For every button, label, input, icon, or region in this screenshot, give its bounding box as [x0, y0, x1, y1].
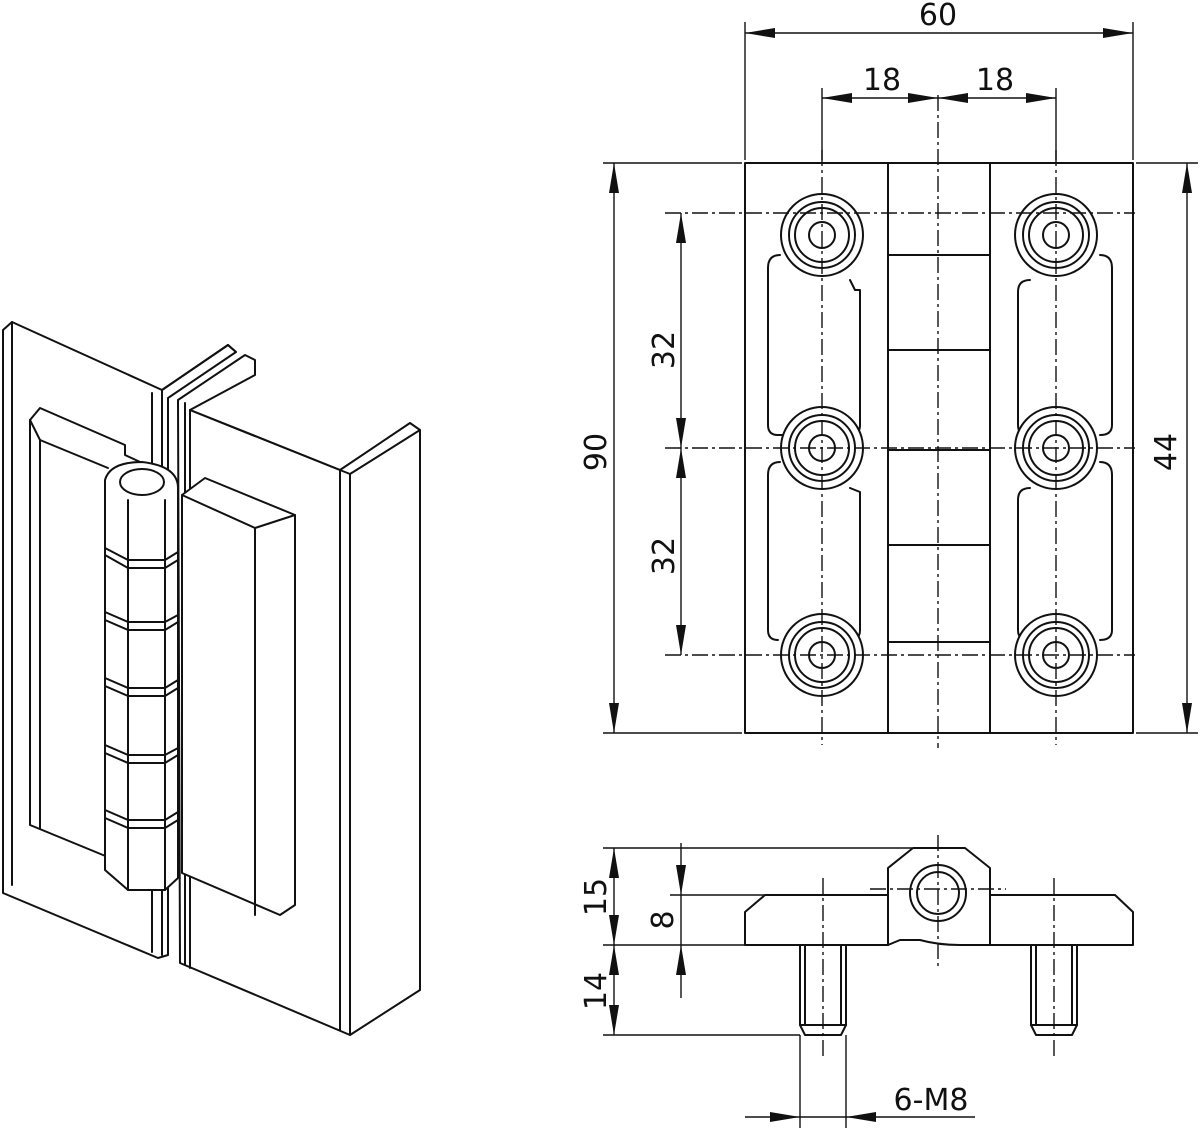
front-knuckle-segments [887, 254, 991, 643]
dim-stud-length: 14 [579, 972, 614, 1010]
side-dimensions: 15 8 14 6-M8 [579, 843, 975, 1128]
isometric-view [2, 321, 421, 1036]
dim-hole-offset-right: 18 [976, 63, 1014, 98]
dim-thread-spec: 6-M8 [894, 1083, 969, 1118]
side-view [744, 835, 1134, 1058]
side-knuckle [887, 847, 991, 946]
dim-total-thickness: 15 [579, 878, 614, 916]
isometric-knuckle [104, 461, 179, 891]
dim-hole-spacing-upper: 32 [647, 331, 682, 369]
front-centerlines [665, 95, 1135, 748]
isometric-right-pad [181, 477, 296, 916]
side-stud-right [1030, 944, 1078, 1036]
dim-overall-height: 90 [579, 433, 614, 471]
dim-hole-offset-left: 18 [863, 63, 901, 98]
dim-leaf-height: 44 [1149, 433, 1184, 471]
dim-hole-spacing-lower: 32 [647, 537, 682, 575]
side-right-leaf [989, 894, 1134, 946]
dim-leaf-thickness: 8 [646, 910, 681, 929]
mounting-holes [780, 193, 1098, 697]
front-view [665, 95, 1135, 748]
dim-overall-width: 60 [919, 0, 957, 33]
side-stud-left [799, 944, 847, 1036]
front-dimensions: 60 18 18 90 32 32 44 [579, 0, 1198, 734]
side-left-leaf [744, 894, 889, 946]
